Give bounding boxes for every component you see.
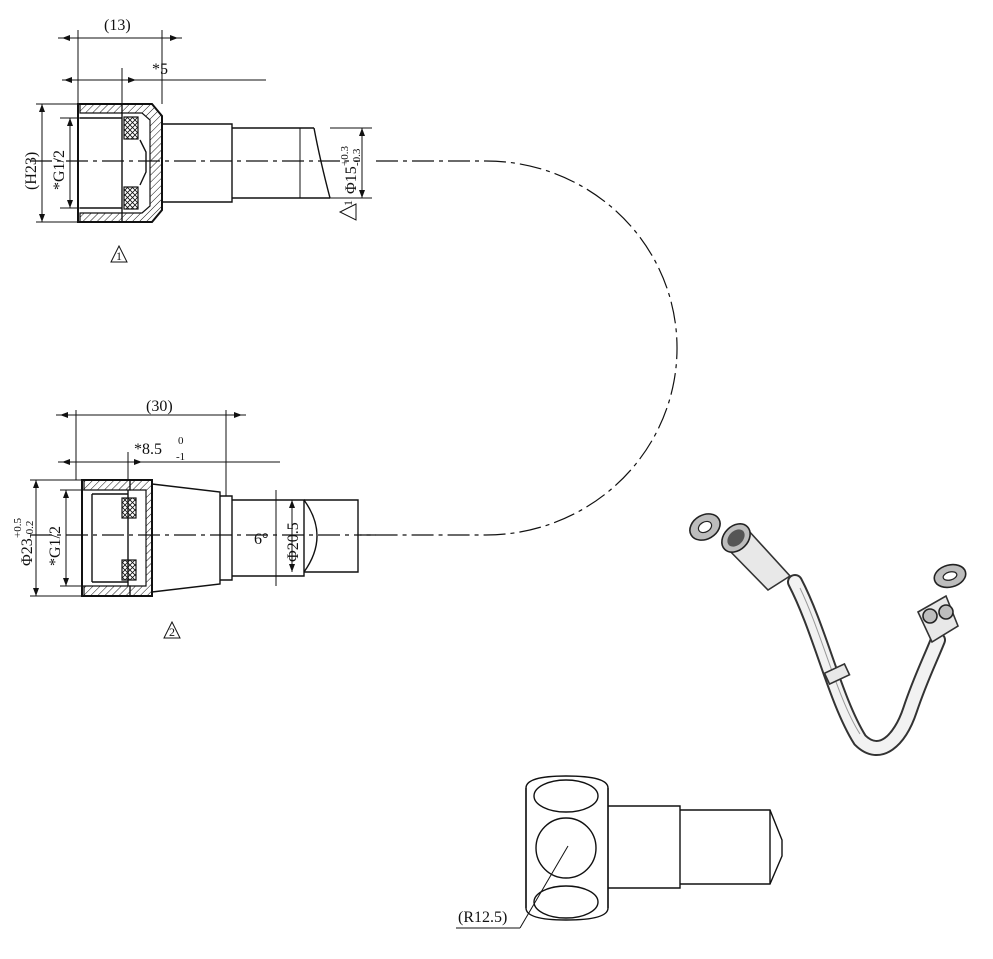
lower-fitting-section [30, 410, 380, 597]
upper-hose-tol-upper: +0.3 [339, 146, 351, 166]
upper-dim-thread: *G1/2 [51, 118, 73, 208]
upper-dim-thread-depth: *5 [62, 61, 266, 83]
upper-dim-length: (13) [58, 17, 182, 41]
lower-outer-tol-lower: -0.2 [24, 521, 36, 538]
upper-marker-number: 1 [116, 249, 122, 263]
upper-fitting-section [30, 30, 372, 223]
lower-outer-tol-upper: +0.5 [12, 518, 24, 538]
lower-dim-thread-depth: *8.5 0 -1 [58, 435, 280, 465]
upper-height-label: (H23) [23, 152, 40, 190]
lower-dim-outer-dia: Φ23 +0.5 -0.2 [12, 480, 39, 596]
hose-centerline-arc [360, 160, 678, 536]
upper-marker-triangle: 1 [110, 244, 128, 263]
upper-dim-hose-dia: Φ15 +0.3 -0.3 [339, 128, 365, 198]
end-view-radius-label: (R12.5) [458, 909, 507, 926]
lower-outer-dia-label: Φ23 [19, 538, 36, 566]
lower-thread-depth-tol-upper: 0 [178, 435, 184, 447]
lower-dim-tip-dia: Φ20.5 [275, 490, 302, 586]
lower-length-label: (30) [146, 398, 173, 415]
lower-thread-depth-label: *8.5 [134, 441, 162, 458]
hose-marker-triangle: 1 [338, 200, 357, 221]
lower-thread-depth-tol-lower: -1 [176, 451, 185, 463]
lower-dim-length: (30) [56, 398, 246, 418]
end-view-elbow: (R12.5) [456, 775, 783, 929]
hose-marker-number: 1 [341, 200, 355, 206]
product-illustration [689, 513, 967, 756]
upper-hose-tol-lower: -0.3 [351, 148, 363, 166]
upper-dim-height: (H23) [23, 104, 45, 222]
upper-thread-depth-label: *5 [152, 61, 168, 78]
lower-dim-thread: *G1/2 [47, 490, 69, 586]
upper-length-label: (13) [104, 17, 131, 34]
upper-thread-label: *G1/2 [51, 150, 68, 190]
upper-hose-dia-label: Φ15 [343, 166, 360, 194]
lower-thread-label: *G1/2 [47, 526, 64, 566]
lower-dim-angle: 6° [254, 531, 268, 548]
lower-marker-number: 2 [169, 625, 175, 639]
lower-angle-label: 6° [254, 531, 268, 548]
lower-tip-dia-label: Φ20.5 [285, 522, 302, 562]
lower-marker-triangle: 2 [163, 620, 181, 639]
